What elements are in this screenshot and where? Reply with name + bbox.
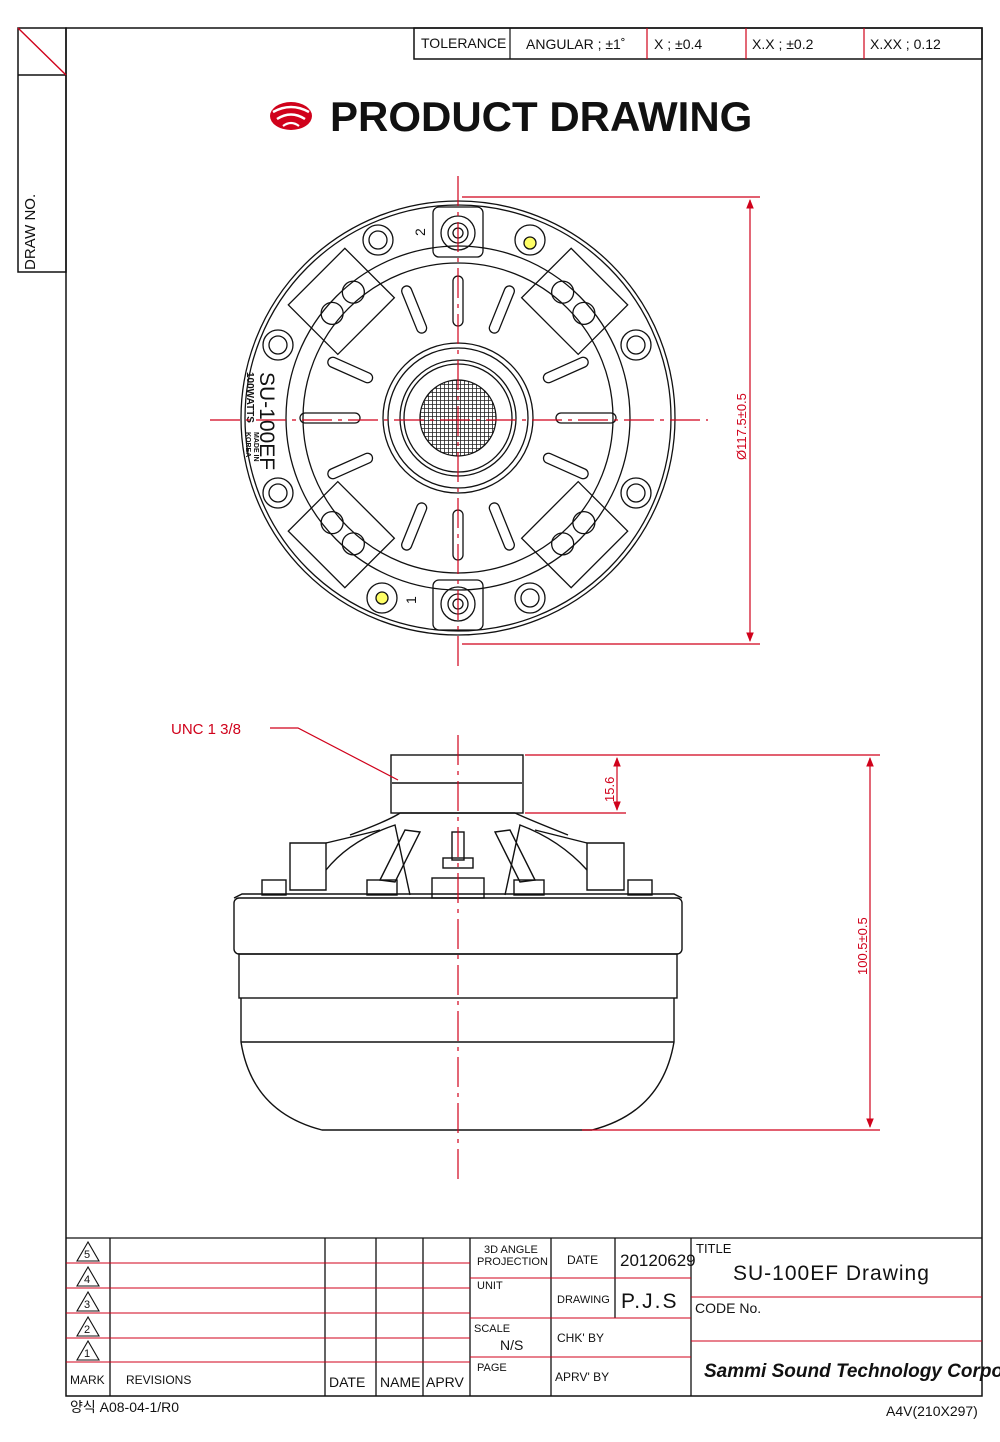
revision-mark-2: 2: [84, 1324, 90, 1336]
model-marking: SU-100EF: [255, 372, 278, 470]
paper-size: A4V(210X297): [886, 1403, 978, 1419]
thread-length-dimension: 15.6: [602, 777, 617, 802]
col-mark: MARK: [70, 1373, 105, 1387]
title-label: TITLE: [696, 1241, 732, 1256]
chk-label: CHK' BY: [557, 1331, 604, 1345]
revision-mark-5: 5: [84, 1249, 90, 1261]
tolerance-xx: X.X ; ±0.2: [752, 36, 814, 52]
title-block: [66, 1237, 982, 1396]
drawing-label: DRAWING: [557, 1294, 610, 1306]
terminal-1-label: 1: [403, 596, 419, 604]
scale-label: SCALE: [474, 1323, 510, 1335]
projection-line2: PROJECTION: [477, 1256, 548, 1268]
form-number: 양식 A08-04-1/R0: [70, 1399, 179, 1415]
date-value: 20120629: [620, 1251, 696, 1270]
drawing-value: P.J.S: [621, 1290, 678, 1313]
watts-marking: 100WATTS: [244, 372, 255, 423]
scale-value: N/S: [500, 1337, 523, 1353]
drawing-frame: [17, 27, 983, 1397]
revision-row-lines: [66, 1262, 982, 1363]
side-view-dimensions: [270, 727, 880, 1182]
page-label: PAGE: [477, 1362, 507, 1374]
tolerance-xxx: X.XX ; 0.12: [870, 36, 941, 52]
draw-no-diagonal: [17, 27, 67, 76]
col-name: NAME: [380, 1374, 420, 1390]
height-dimension: 100.5±0.5: [855, 917, 870, 975]
col-date: DATE: [329, 1374, 365, 1390]
origin-line2: KOREA: [244, 432, 251, 457]
page-title: PRODUCT DRAWING: [330, 93, 752, 140]
col-aprv: APRV: [426, 1374, 465, 1390]
tolerance-x: X ; ±0.4: [654, 36, 702, 52]
company-name: Sammi Sound Technology Corporation: [704, 1361, 1000, 1382]
top-view-centerlines: [210, 176, 760, 668]
tolerance-table: TOLERANCE ANGULAR ; ±1˚ X ; ±0.4 X.X ; ±…: [413, 27, 983, 60]
terminal-2-label: 2: [412, 228, 428, 236]
draw-no-label: DRAW NO.: [22, 194, 39, 270]
revision-mark-4: 4: [84, 1274, 90, 1286]
revision-mark-3: 3: [84, 1299, 90, 1311]
revision-triangles: [76, 1240, 100, 1361]
aprv-label: APRV' BY: [555, 1370, 609, 1384]
unit-label: UNIT: [477, 1280, 503, 1292]
col-revisions: REVISIONS: [126, 1373, 191, 1387]
code-label: CODE No.: [695, 1300, 761, 1316]
company-logo-icon: [270, 102, 312, 130]
projection-line1: 3D ANGLE: [484, 1244, 538, 1256]
origin-line1: MADE IN: [252, 432, 259, 462]
title-value: SU-100EF Drawing: [733, 1262, 930, 1285]
diameter-dimension: Ø117.5±0.5: [734, 393, 749, 460]
tolerance-label: TOLERANCE: [421, 35, 506, 51]
tolerance-angular: ANGULAR ; ±1˚: [526, 36, 625, 52]
date-label: DATE: [567, 1253, 598, 1267]
revision-mark-1: 1: [84, 1348, 90, 1360]
thread-callout: UNC 1 3/8: [171, 721, 241, 738]
